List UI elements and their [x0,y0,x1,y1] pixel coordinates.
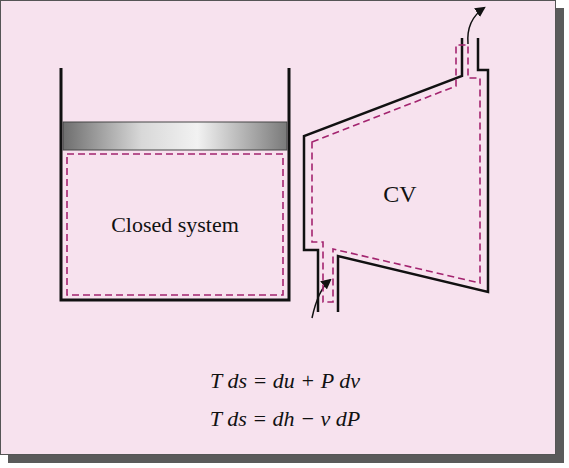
inlet-arrow [312,280,330,318]
device-wall [304,38,462,312]
boundary-label: Closed system [111,211,239,240]
outlet-arrow [468,8,484,44]
piston [63,122,287,150]
dashed-boundary-line [67,154,283,295]
dashed-boundary-line [312,45,480,302]
equation: T ds = du + P dv [210,368,360,394]
system-boundary: Closed system [66,153,284,296]
equation: T ds = dh − v dP [210,406,360,432]
cylinder-wall [61,68,289,300]
dashed-boundary [300,32,490,312]
panel [1,1,556,455]
boundary-label: CV [383,179,416,210]
device-wall [338,38,488,312]
control-volume: CV [300,32,490,312]
